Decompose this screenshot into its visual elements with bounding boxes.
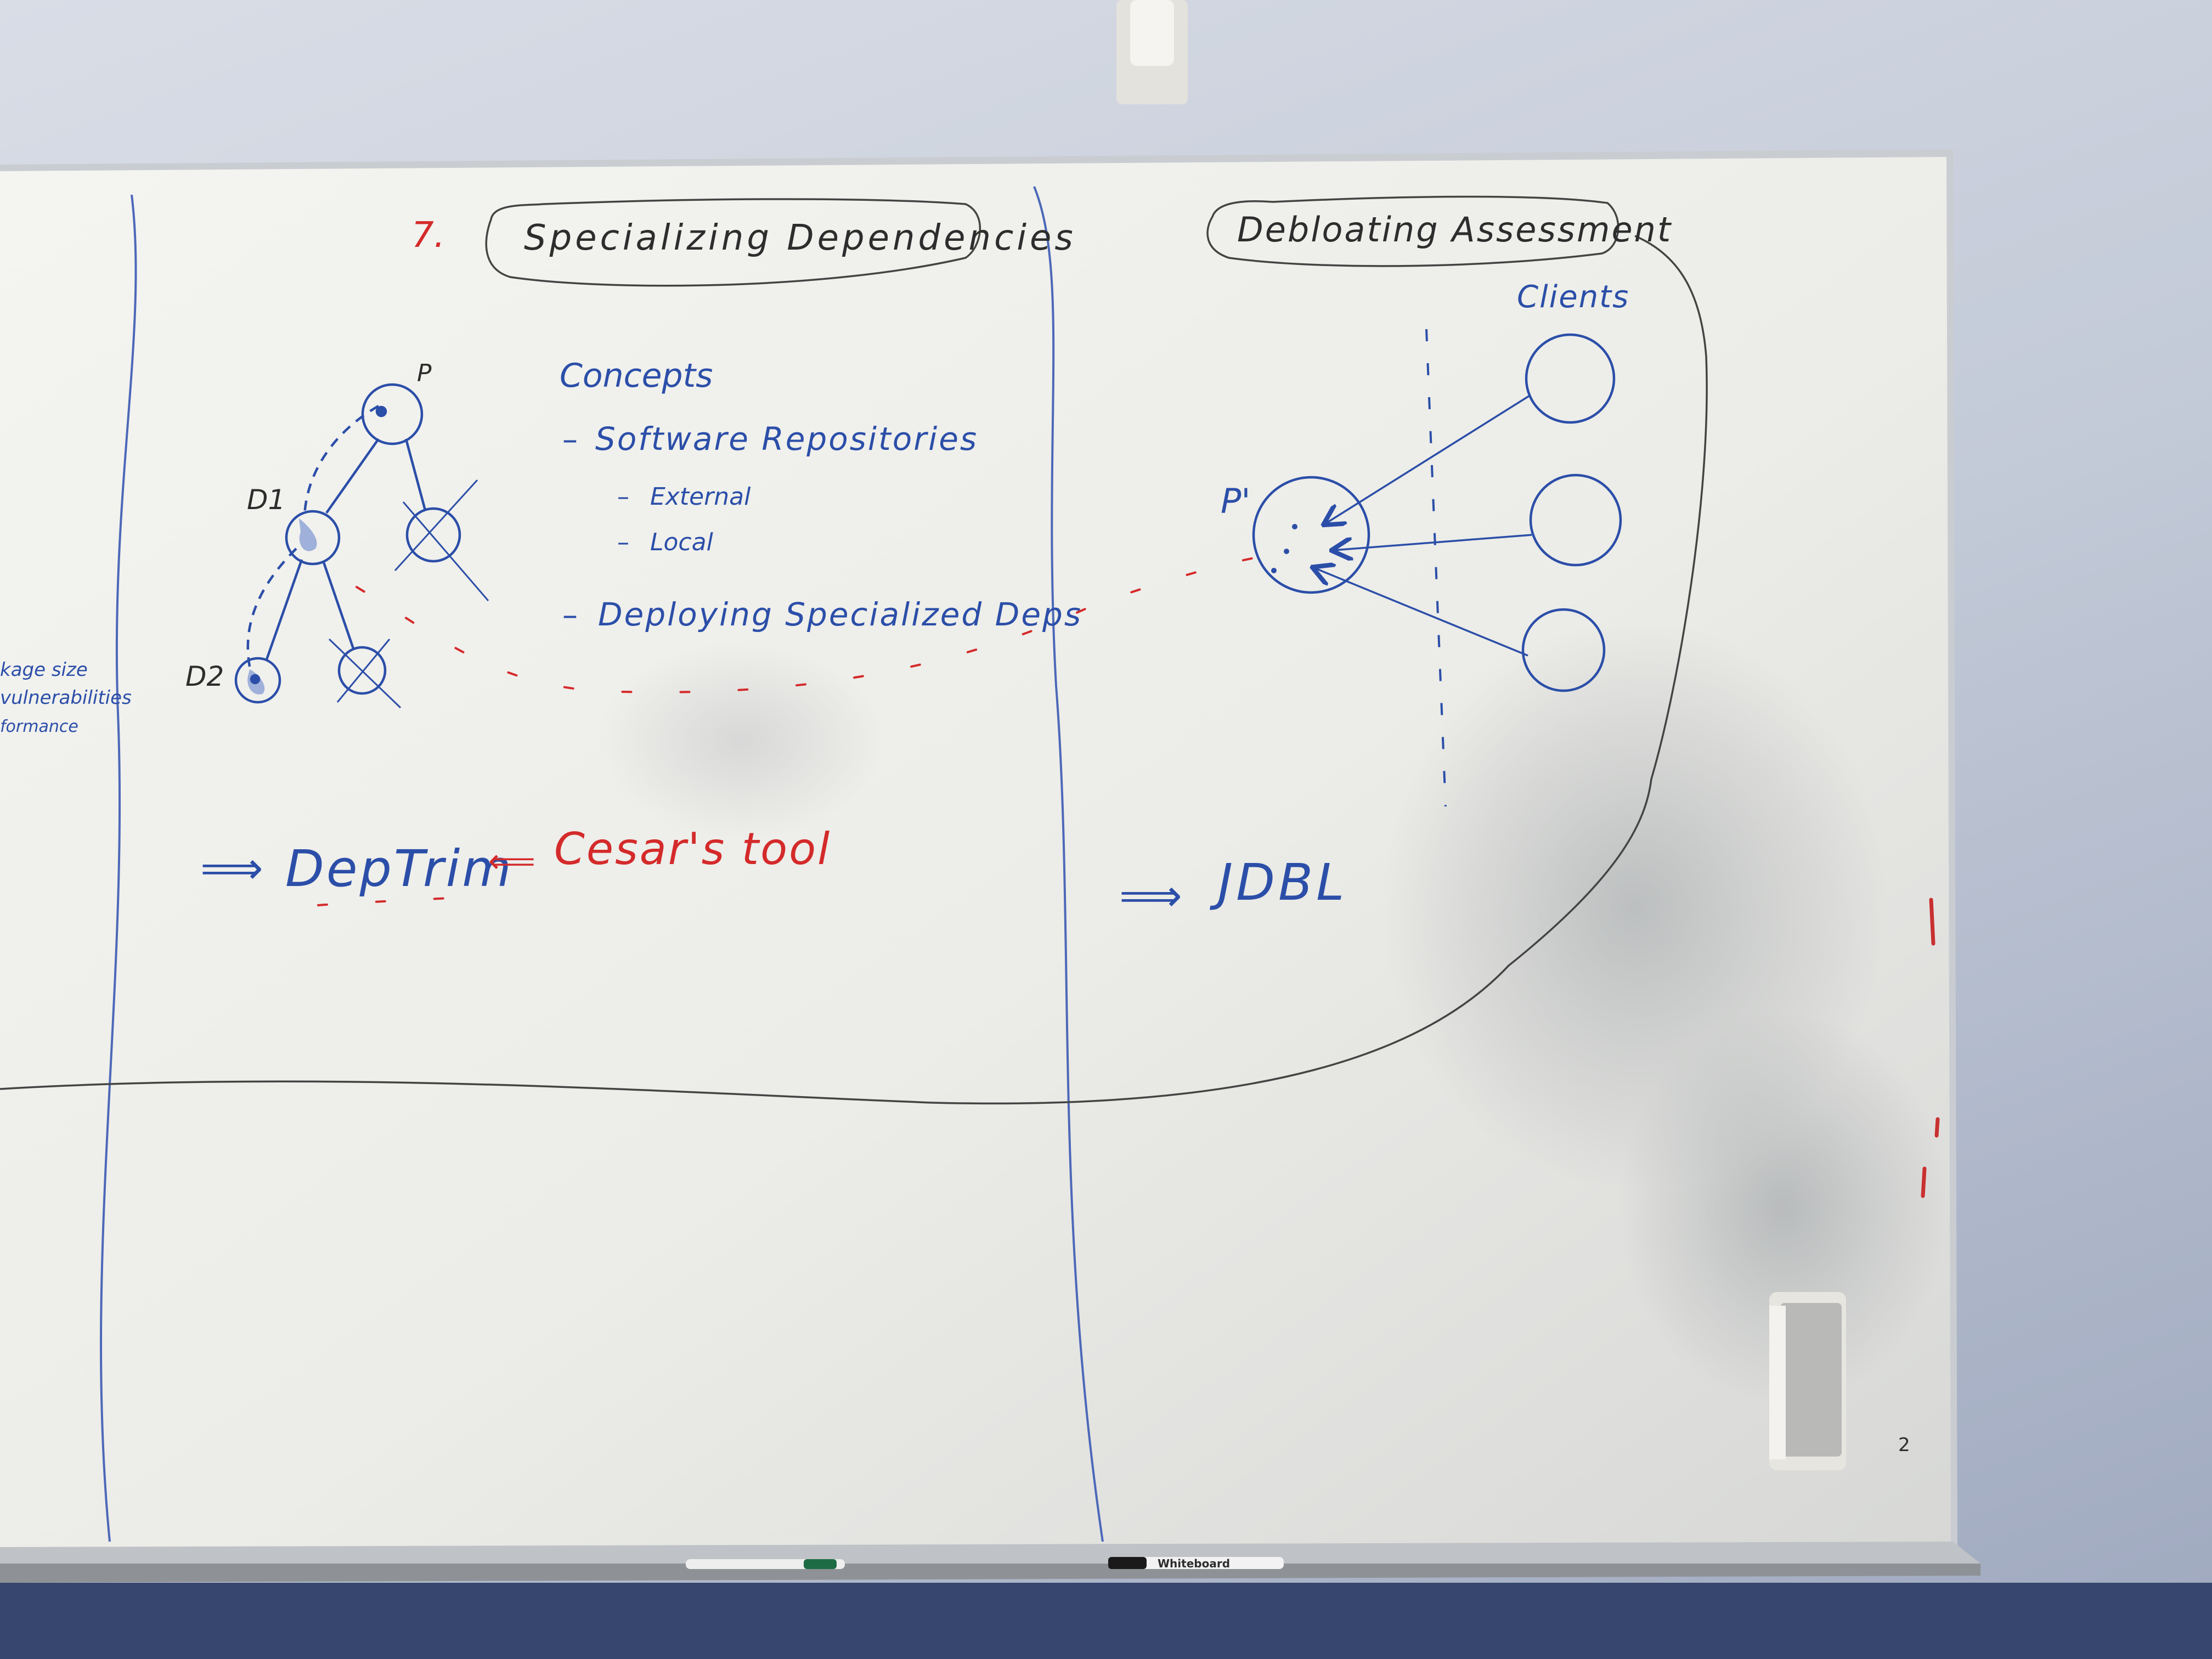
client-arrow-1 bbox=[1325, 394, 1531, 524]
red-edge-marks bbox=[1921, 898, 1940, 1198]
cesars-tool-arrow: ⟸ bbox=[488, 842, 535, 881]
concepts-list: Concepts – Software Repositories – Exter… bbox=[560, 357, 1082, 633]
section-debloating-assessment: Debloating Assessment P' Clients ⟹ JDBL bbox=[1119, 195, 1672, 921]
client-node-3 bbox=[1521, 608, 1606, 692]
concepts-dash-1: – bbox=[562, 422, 578, 458]
tree-node-d2 bbox=[234, 657, 281, 704]
node-p-prime bbox=[1252, 476, 1370, 594]
tree-node-d1 bbox=[285, 510, 341, 566]
concepts-dash-2: – bbox=[562, 597, 578, 633]
section-dividers bbox=[100, 186, 1104, 1542]
corner-number: 2 bbox=[1898, 1434, 1910, 1456]
tree-node-p bbox=[361, 383, 424, 445]
deptrim-arrow: ⟹ bbox=[200, 843, 263, 894]
cross-out-right-a bbox=[402, 501, 489, 601]
jdbl-arrow: ⟹ bbox=[1119, 870, 1182, 921]
node-p-prime-label: P' bbox=[1221, 481, 1250, 521]
concepts-heading: Concepts bbox=[560, 357, 713, 395]
black-enclosing-line bbox=[0, 235, 1708, 1105]
tree-label-p: P bbox=[417, 359, 432, 387]
concept-item-software-repositories: Software Repositories bbox=[595, 420, 978, 458]
marker-green[interactable] bbox=[804, 1559, 837, 1569]
left-fragment-line-2: vulnerabilities bbox=[0, 687, 132, 709]
debloating-title-cloud-outline bbox=[1206, 195, 1620, 267]
section-title: Specializing Dependencies bbox=[524, 218, 1076, 258]
debloating-title: Debloating Assessment bbox=[1237, 210, 1672, 250]
concept-item-deploying-specialized-deps: Deploying Specialized Deps bbox=[598, 596, 1082, 633]
cesars-tool-label: Cesar's tool bbox=[554, 823, 831, 874]
client-node-2 bbox=[1529, 473, 1622, 567]
clients-label: Clients bbox=[1517, 279, 1629, 315]
tree-label-d2: D2 bbox=[185, 661, 224, 692]
eraser[interactable] bbox=[1769, 1292, 1846, 1470]
marker-whiteboard-branded[interactable]: Whiteboard bbox=[1108, 1557, 1284, 1570]
p-prime-dots bbox=[1271, 524, 1297, 573]
client-arrows bbox=[1314, 394, 1532, 657]
client-arrow-2 bbox=[1333, 534, 1532, 550]
section-number: 7. bbox=[411, 215, 445, 256]
subitem-dash-local: – bbox=[617, 528, 629, 556]
marker-tray bbox=[0, 1542, 1980, 1583]
client-nodes bbox=[1521, 333, 1622, 692]
subitem-local: Local bbox=[650, 528, 714, 556]
subitem-dash-external: – bbox=[617, 483, 629, 511]
marker-brand-label: Whiteboard bbox=[1158, 1557, 1230, 1570]
left-fragment-text: kage size vulnerabilities formance bbox=[0, 659, 132, 736]
dependency-tree bbox=[234, 383, 489, 709]
wall-light-fixture bbox=[1116, 0, 1188, 104]
cross-out-lower-a bbox=[328, 638, 402, 709]
deptrim-label: DepTrim bbox=[285, 839, 514, 898]
tree-node-removed-lower bbox=[337, 646, 387, 695]
client-node-1 bbox=[1525, 333, 1616, 424]
left-fragment-line-3: formance bbox=[0, 717, 78, 736]
cross-out-right-b bbox=[394, 479, 478, 572]
whiteboard-frame bbox=[0, 149, 1957, 1558]
tree-label-d1: D1 bbox=[247, 484, 285, 516]
title-cloud-outline bbox=[485, 198, 981, 287]
subitem-external: External bbox=[650, 483, 751, 511]
wall-below-board bbox=[0, 1583, 2212, 1659]
section-specializing-dependencies: 7. Specializing Dependencies P D1 bbox=[185, 198, 1082, 898]
cross-out-lower-b bbox=[336, 639, 391, 703]
eraser-smudges bbox=[598, 620, 1948, 1404]
client-arrow-3 bbox=[1314, 568, 1528, 657]
client-boundary-dashed bbox=[1425, 329, 1447, 807]
jdbl-label: JDBL bbox=[1209, 853, 1347, 912]
left-fragment-line-1: kage size bbox=[0, 659, 88, 681]
tree-node-removed-right bbox=[405, 507, 461, 563]
